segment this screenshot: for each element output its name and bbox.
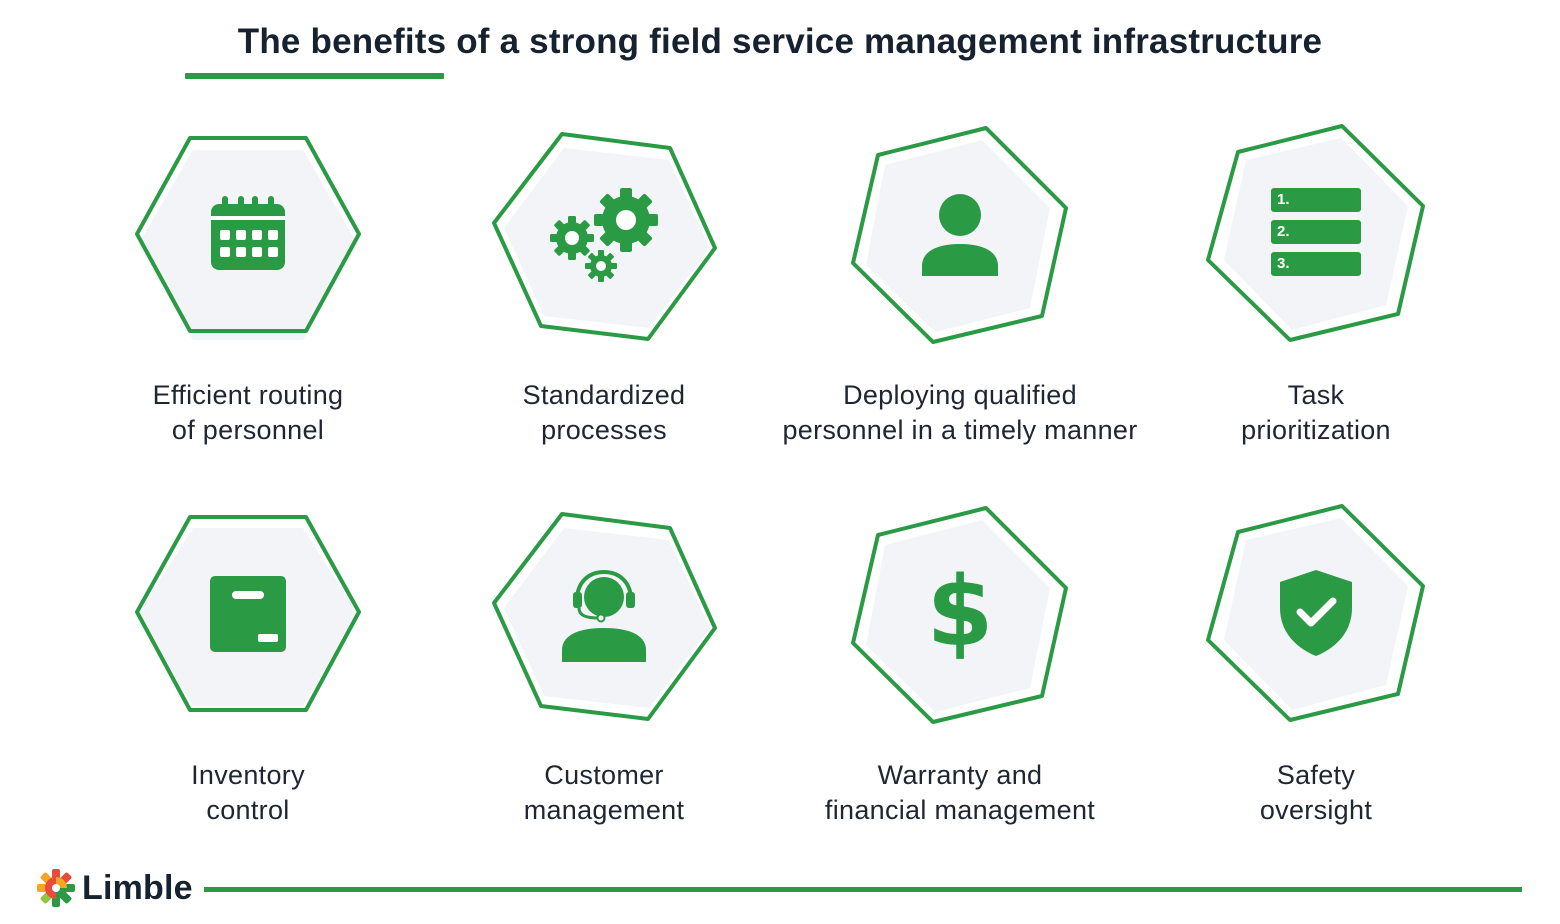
list-row-1: 1. [1271,188,1361,212]
gears-icon [550,188,658,282]
hexagon-frame [492,512,717,721]
person-icon [922,194,998,276]
hexagon-frame [851,126,1068,344]
box-icon [210,576,286,652]
limble-gear-logo-icon [37,869,75,907]
hexagon-frame [851,506,1068,724]
list-row-2: 2. [1271,220,1361,244]
numbered-list-icon: 1. 2. 3. [1271,188,1361,276]
headset-agent-icon [562,570,646,662]
dollar-icon: $ [926,556,994,668]
list-row-3: 3. [1271,252,1361,276]
calendar-icon [211,196,285,270]
limble-logo: Limble [36,866,193,910]
footer-divider [204,887,1522,892]
logo-text: Limble [82,868,193,907]
shield-check-icon [1280,570,1352,656]
title-underline [185,73,444,79]
page-title: The benefits of a strong field service m… [237,22,1323,61]
